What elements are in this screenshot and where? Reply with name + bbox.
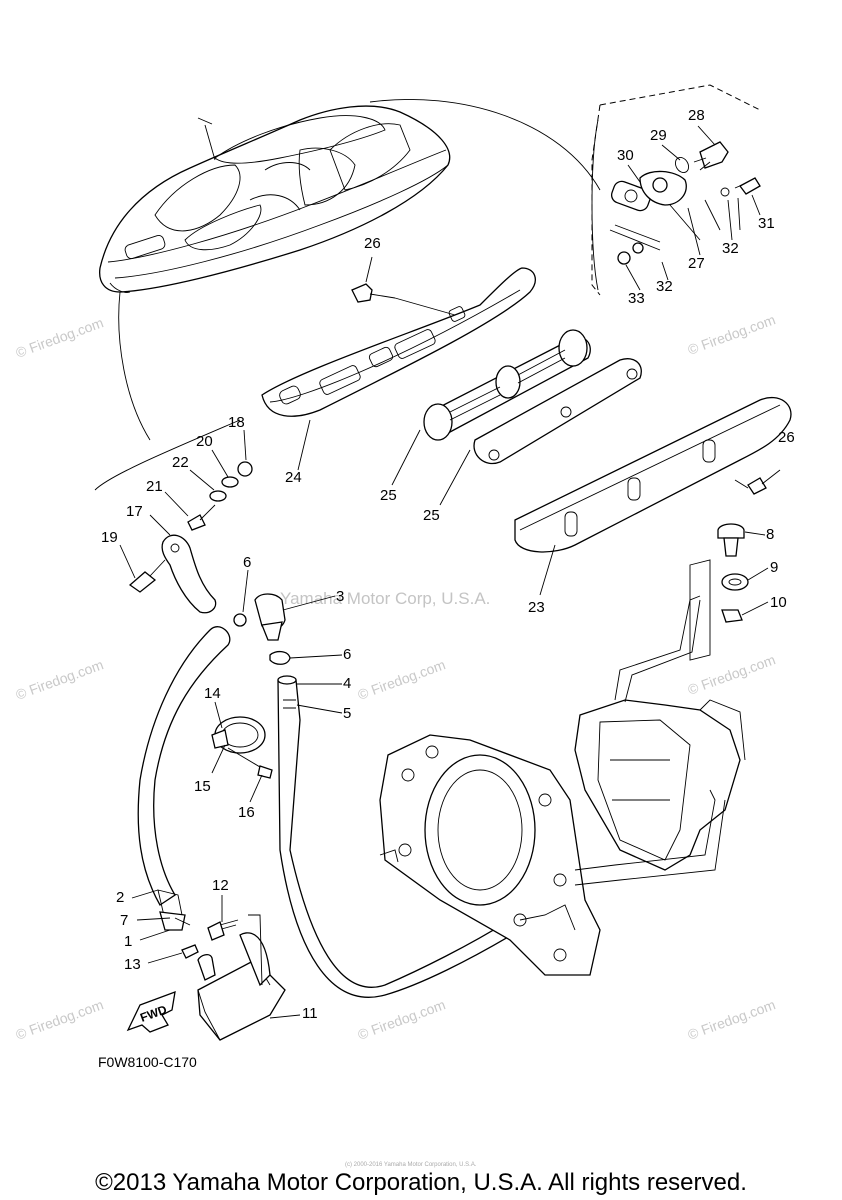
callout-3: 3 (336, 588, 344, 605)
callout-33: 33 (628, 290, 645, 307)
callout-25: 25 (380, 487, 397, 504)
callout-12: 12 (212, 877, 229, 894)
callout-20: 20 (196, 433, 213, 450)
watermark: © Firedog.com (14, 656, 106, 703)
center-watermark: Yamaha Motor Corp, U.S.A. (280, 589, 490, 608)
bracket-17 (128, 534, 217, 614)
housing-plate (379, 734, 601, 976)
diagram-code: F0W8100-C170 (98, 1054, 197, 1070)
fine-print: (c) 2000-2016 Yamaha Motor Corporation, … (345, 1162, 477, 1168)
callout-19: 19 (101, 529, 118, 546)
jet-pump-housing (574, 595, 746, 886)
copyright-notice: ©2013 Yamaha Motor Corporation, U.S.A. A… (95, 1169, 747, 1196)
callout-8: 8 (766, 526, 774, 543)
watermark: © Firedog.com (14, 314, 106, 361)
bumper-upper-25 (423, 329, 591, 441)
clamp-14 (211, 716, 273, 779)
callout-21: 21 (146, 478, 163, 495)
callout-22: 22 (172, 454, 189, 471)
leader-curve (369, 99, 601, 191)
callout-10: 10 (770, 594, 787, 611)
control-module-11 (181, 914, 286, 1041)
hose-2 (137, 626, 231, 931)
callout-30: 30 (617, 147, 634, 164)
callout-6b: 6 (343, 646, 351, 663)
watermark: © Firedog.com (356, 656, 448, 703)
sponson-23 (514, 396, 792, 553)
watermark: © Firedog.com (686, 651, 778, 698)
callout-9: 9 (770, 559, 778, 576)
callout-1: 1 (124, 933, 132, 950)
callout-18: 18 (228, 414, 245, 431)
watermark: © Firedog.com (686, 311, 778, 358)
callout-27: 27 (688, 255, 705, 272)
callout-2: 2 (116, 889, 124, 906)
callout-31: 31 (758, 215, 775, 232)
callout-17: 17 (126, 503, 143, 520)
callout-28: 28 (688, 107, 705, 124)
fwd-arrow: FWD (126, 990, 176, 1033)
callout-13: 13 (124, 956, 141, 973)
callout-29: 29 (650, 127, 667, 144)
bumper-lower-25 (473, 358, 642, 465)
callouts: 1 2 3 4 5 6 6 7 8 9 10 11 12 13 14 15 16… (101, 107, 795, 1022)
callout-14: 14 (204, 685, 221, 702)
drain-plug-8 (689, 523, 749, 661)
detail-box (591, 84, 761, 296)
callout-15: 15 (194, 778, 211, 795)
callout-23: 23 (528, 599, 545, 616)
callout-24: 24 (285, 469, 302, 486)
leader-lines (119, 125, 781, 1019)
callout-11: 11 (302, 1005, 318, 1022)
watercraft-illustration (99, 105, 451, 293)
callout-16: 16 (238, 804, 255, 821)
hardware-top (94, 283, 767, 531)
leader-curve (118, 291, 151, 441)
callout-5: 5 (343, 705, 351, 722)
mount-plate-24 (261, 267, 536, 417)
callout-32b: 32 (656, 278, 673, 295)
callout-32: 32 (722, 240, 739, 257)
callout-26: 26 (364, 235, 381, 252)
callout-4: 4 (343, 675, 351, 692)
callout-26b: 26 (778, 429, 795, 446)
callout-25b: 25 (423, 507, 440, 524)
watermark: © Firedog.com (14, 996, 106, 1043)
valve-3 (233, 593, 291, 665)
watermark: © Firedog.com (686, 996, 778, 1043)
watermark: © Firedog.com (356, 996, 448, 1043)
hose-4-5 (277, 675, 522, 998)
callout-6: 6 (243, 554, 251, 571)
callout-7: 7 (120, 912, 128, 929)
